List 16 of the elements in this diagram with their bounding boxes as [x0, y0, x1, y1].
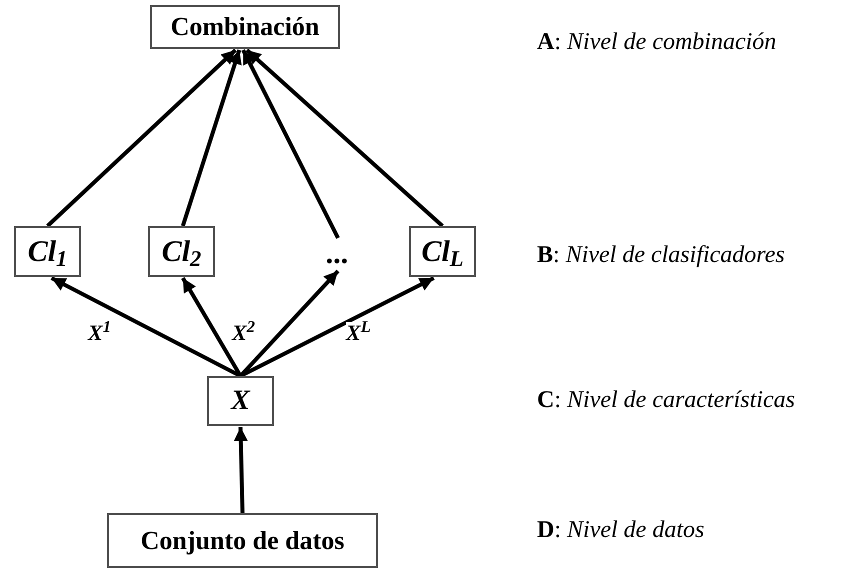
- process-box: Conjunto de datos: [107, 513, 378, 568]
- process-box: Combinación: [150, 5, 340, 49]
- arrow: [241, 49, 340, 239]
- arrow: [246, 48, 444, 228]
- process-box: Cl$_{L}$: [409, 226, 476, 277]
- level-label: D: Nivel de datos: [537, 518, 704, 542]
- level-label: C: Nivel de características: [537, 388, 795, 412]
- level-label: B: Nivel de clasificadores: [537, 243, 785, 267]
- process-box: X: [207, 376, 274, 426]
- arrow: [234, 426, 248, 514]
- process-box: Cl$_{2}$: [148, 226, 215, 277]
- process-box: Cl$_{1}$: [14, 226, 81, 277]
- ellipsis-text: ...: [316, 238, 360, 270]
- arrow: [46, 48, 237, 228]
- arrow: [180, 49, 242, 227]
- level-label: A: Nivel de combinación: [537, 30, 776, 54]
